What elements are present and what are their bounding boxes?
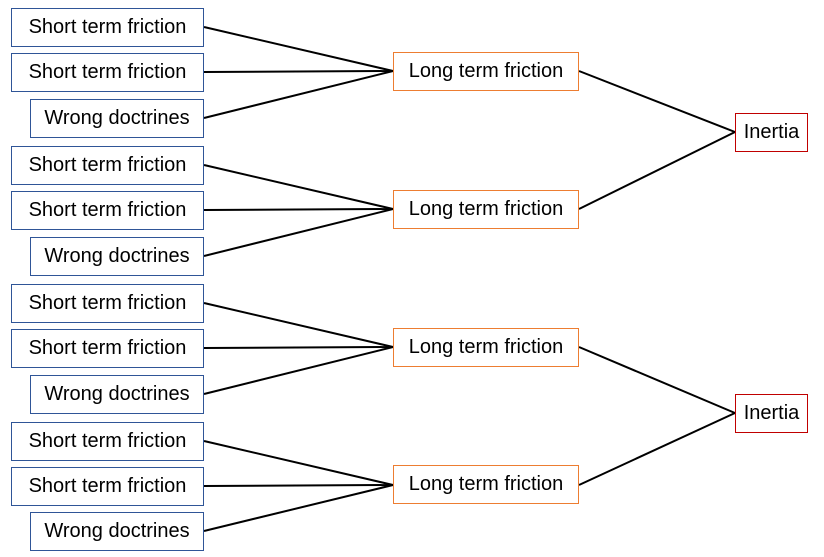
- node-label: Short term friction: [28, 199, 187, 221]
- connector-mid1-out1: [578, 70, 736, 133]
- node-label: Long term friction: [408, 473, 564, 495]
- input-node-wrong-doctrines: Wrong doctrines: [30, 237, 204, 276]
- mid-node-long-term-friction: Long term friction: [393, 190, 579, 229]
- connector-g1-in2: [203, 70, 394, 73]
- input-node-wrong-doctrines: Wrong doctrines: [30, 99, 204, 138]
- node-label: Wrong doctrines: [44, 245, 190, 267]
- connector-g4-in2: [203, 484, 394, 487]
- connector-g1-in3: [203, 70, 394, 119]
- connector-g3-in3: [203, 346, 394, 395]
- node-label: Short term friction: [28, 337, 187, 359]
- node-label: Wrong doctrines: [44, 107, 190, 129]
- mid-node-long-term-friction: Long term friction: [393, 52, 579, 91]
- connector-g1-in1: [203, 26, 394, 72]
- node-label: Short term friction: [28, 430, 187, 452]
- connector-g2-in2: [203, 208, 394, 211]
- node-label: Long term friction: [408, 60, 564, 82]
- node-label: Wrong doctrines: [44, 520, 190, 542]
- input-node-short-term-friction: Short term friction: [11, 422, 204, 461]
- input-node-short-term-friction: Short term friction: [11, 191, 204, 230]
- mid-node-long-term-friction: Long term friction: [393, 328, 579, 367]
- node-label: Long term friction: [408, 336, 564, 358]
- input-node-short-term-friction: Short term friction: [11, 329, 204, 368]
- connector-mid2-out1: [578, 131, 736, 210]
- node-label: Short term friction: [28, 154, 187, 176]
- node-label: Short term friction: [28, 475, 187, 497]
- node-label: Short term friction: [28, 16, 187, 38]
- connector-g2-in3: [203, 208, 394, 257]
- input-node-short-term-friction: Short term friction: [11, 8, 204, 47]
- output-node-inertia: Inertia: [735, 113, 808, 152]
- node-label: Short term friction: [28, 292, 187, 314]
- connector-g3-in2: [203, 346, 394, 349]
- connector-mid4-out2: [578, 412, 736, 486]
- connector-g3-in1: [203, 302, 394, 348]
- node-label: Wrong doctrines: [44, 383, 190, 405]
- input-node-short-term-friction: Short term friction: [11, 284, 204, 323]
- node-label: Inertia: [743, 121, 800, 143]
- node-label: Short term friction: [28, 61, 187, 83]
- mid-node-long-term-friction: Long term friction: [393, 465, 579, 504]
- connector-g4-in3: [203, 484, 394, 532]
- connector-mid3-out2: [578, 346, 736, 414]
- input-node-wrong-doctrines: Wrong doctrines: [30, 375, 204, 414]
- node-label: Long term friction: [408, 198, 564, 220]
- input-node-wrong-doctrines: Wrong doctrines: [30, 512, 204, 551]
- node-label: Inertia: [743, 402, 800, 424]
- input-node-short-term-friction: Short term friction: [11, 146, 204, 185]
- input-node-short-term-friction: Short term friction: [11, 467, 204, 506]
- connector-g2-in1: [203, 164, 394, 210]
- output-node-inertia: Inertia: [735, 394, 808, 433]
- input-node-short-term-friction: Short term friction: [11, 53, 204, 92]
- connector-g4-in1: [203, 440, 394, 486]
